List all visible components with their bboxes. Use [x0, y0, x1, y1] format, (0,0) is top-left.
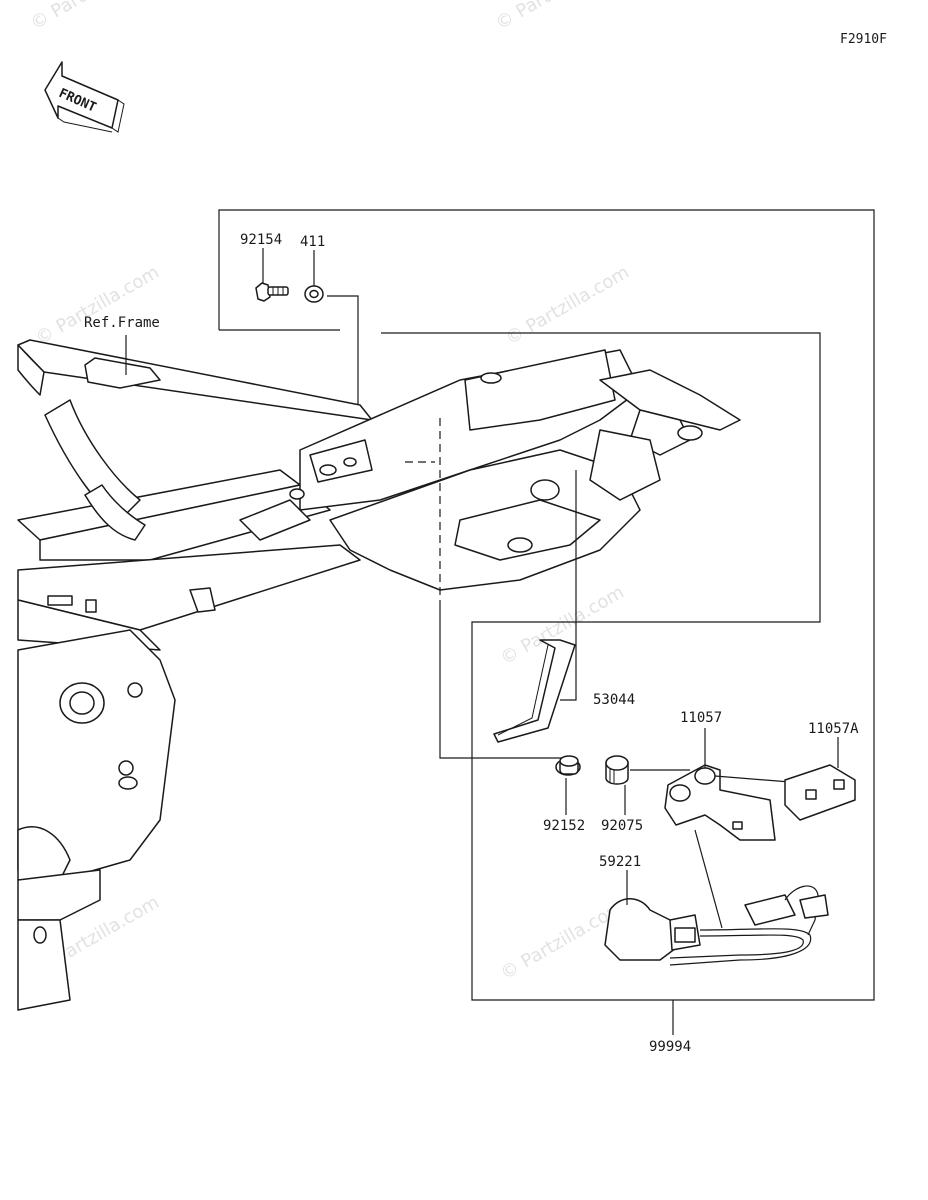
part-number-bracket: 11057: [680, 710, 722, 726]
frame-drawing: [17, 339, 741, 1011]
part-number-tape: 53044: [593, 692, 635, 708]
part-number-harness: 59221: [599, 854, 641, 870]
wiring-harness-icon: [604, 885, 829, 966]
tape-icon: [493, 639, 576, 743]
part-number-collar: 92152: [543, 818, 585, 834]
part-number-clamp: 11057A: [808, 721, 859, 737]
diagram-code: F2910F: [840, 32, 887, 47]
part-number-grommet: 92075: [601, 818, 643, 834]
collar-icon: [555, 755, 581, 776]
watermark: © Partzilla.com: [32, 262, 163, 350]
washer-icon: [304, 285, 324, 303]
kit-box: [218, 209, 875, 1001]
watermark: © Partzilla.com: [502, 262, 633, 350]
part-number-washer: 411: [300, 234, 325, 250]
front-arrow-icon: FRONT: [44, 61, 125, 133]
part-number-kit: 99994: [649, 1039, 691, 1055]
watermark: © Partzilla.com: [27, 0, 158, 34]
grommet-icon: [605, 755, 629, 785]
watermark: © Partzilla.com: [492, 0, 623, 34]
part-number-bolt: 92154: [240, 232, 282, 248]
ref-frame-label: Ref.Frame: [84, 315, 160, 331]
clamp-icon: [784, 764, 856, 821]
bolt-icon: [255, 282, 289, 302]
